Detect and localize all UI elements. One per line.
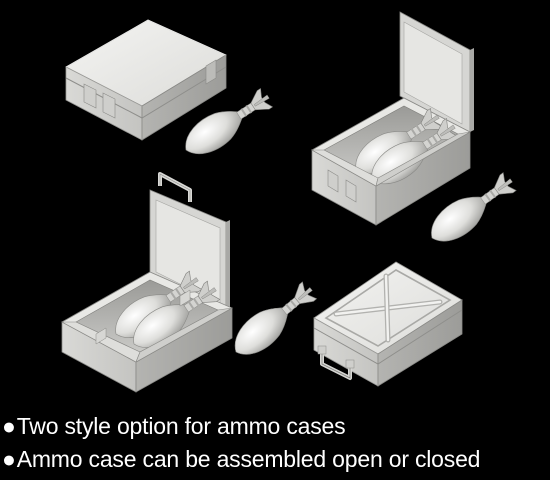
- open-ammo-case-with-handle-and-rounds: [61, 172, 233, 393]
- model-kit-render: [61, 11, 522, 393]
- mortar-round: [225, 275, 323, 366]
- bullet-icon: ●: [2, 446, 16, 472]
- caption-line-1: ●Two style option for ammo cases: [2, 413, 548, 440]
- closed-ammo-case-x-braced-lid-with-handle: [313, 261, 463, 387]
- closed-ammo-case-plain-lid: [65, 19, 227, 141]
- caption-text-2: Ammo case can be assembled open or close…: [16, 446, 481, 472]
- caption-line-2: ●Ammo case can be assembled open or clos…: [2, 446, 548, 473]
- open-ammo-case-with-rounds: [310, 11, 474, 226]
- caption-text-1: Two style option for ammo cases: [16, 413, 346, 439]
- bullet-icon: ●: [2, 413, 16, 439]
